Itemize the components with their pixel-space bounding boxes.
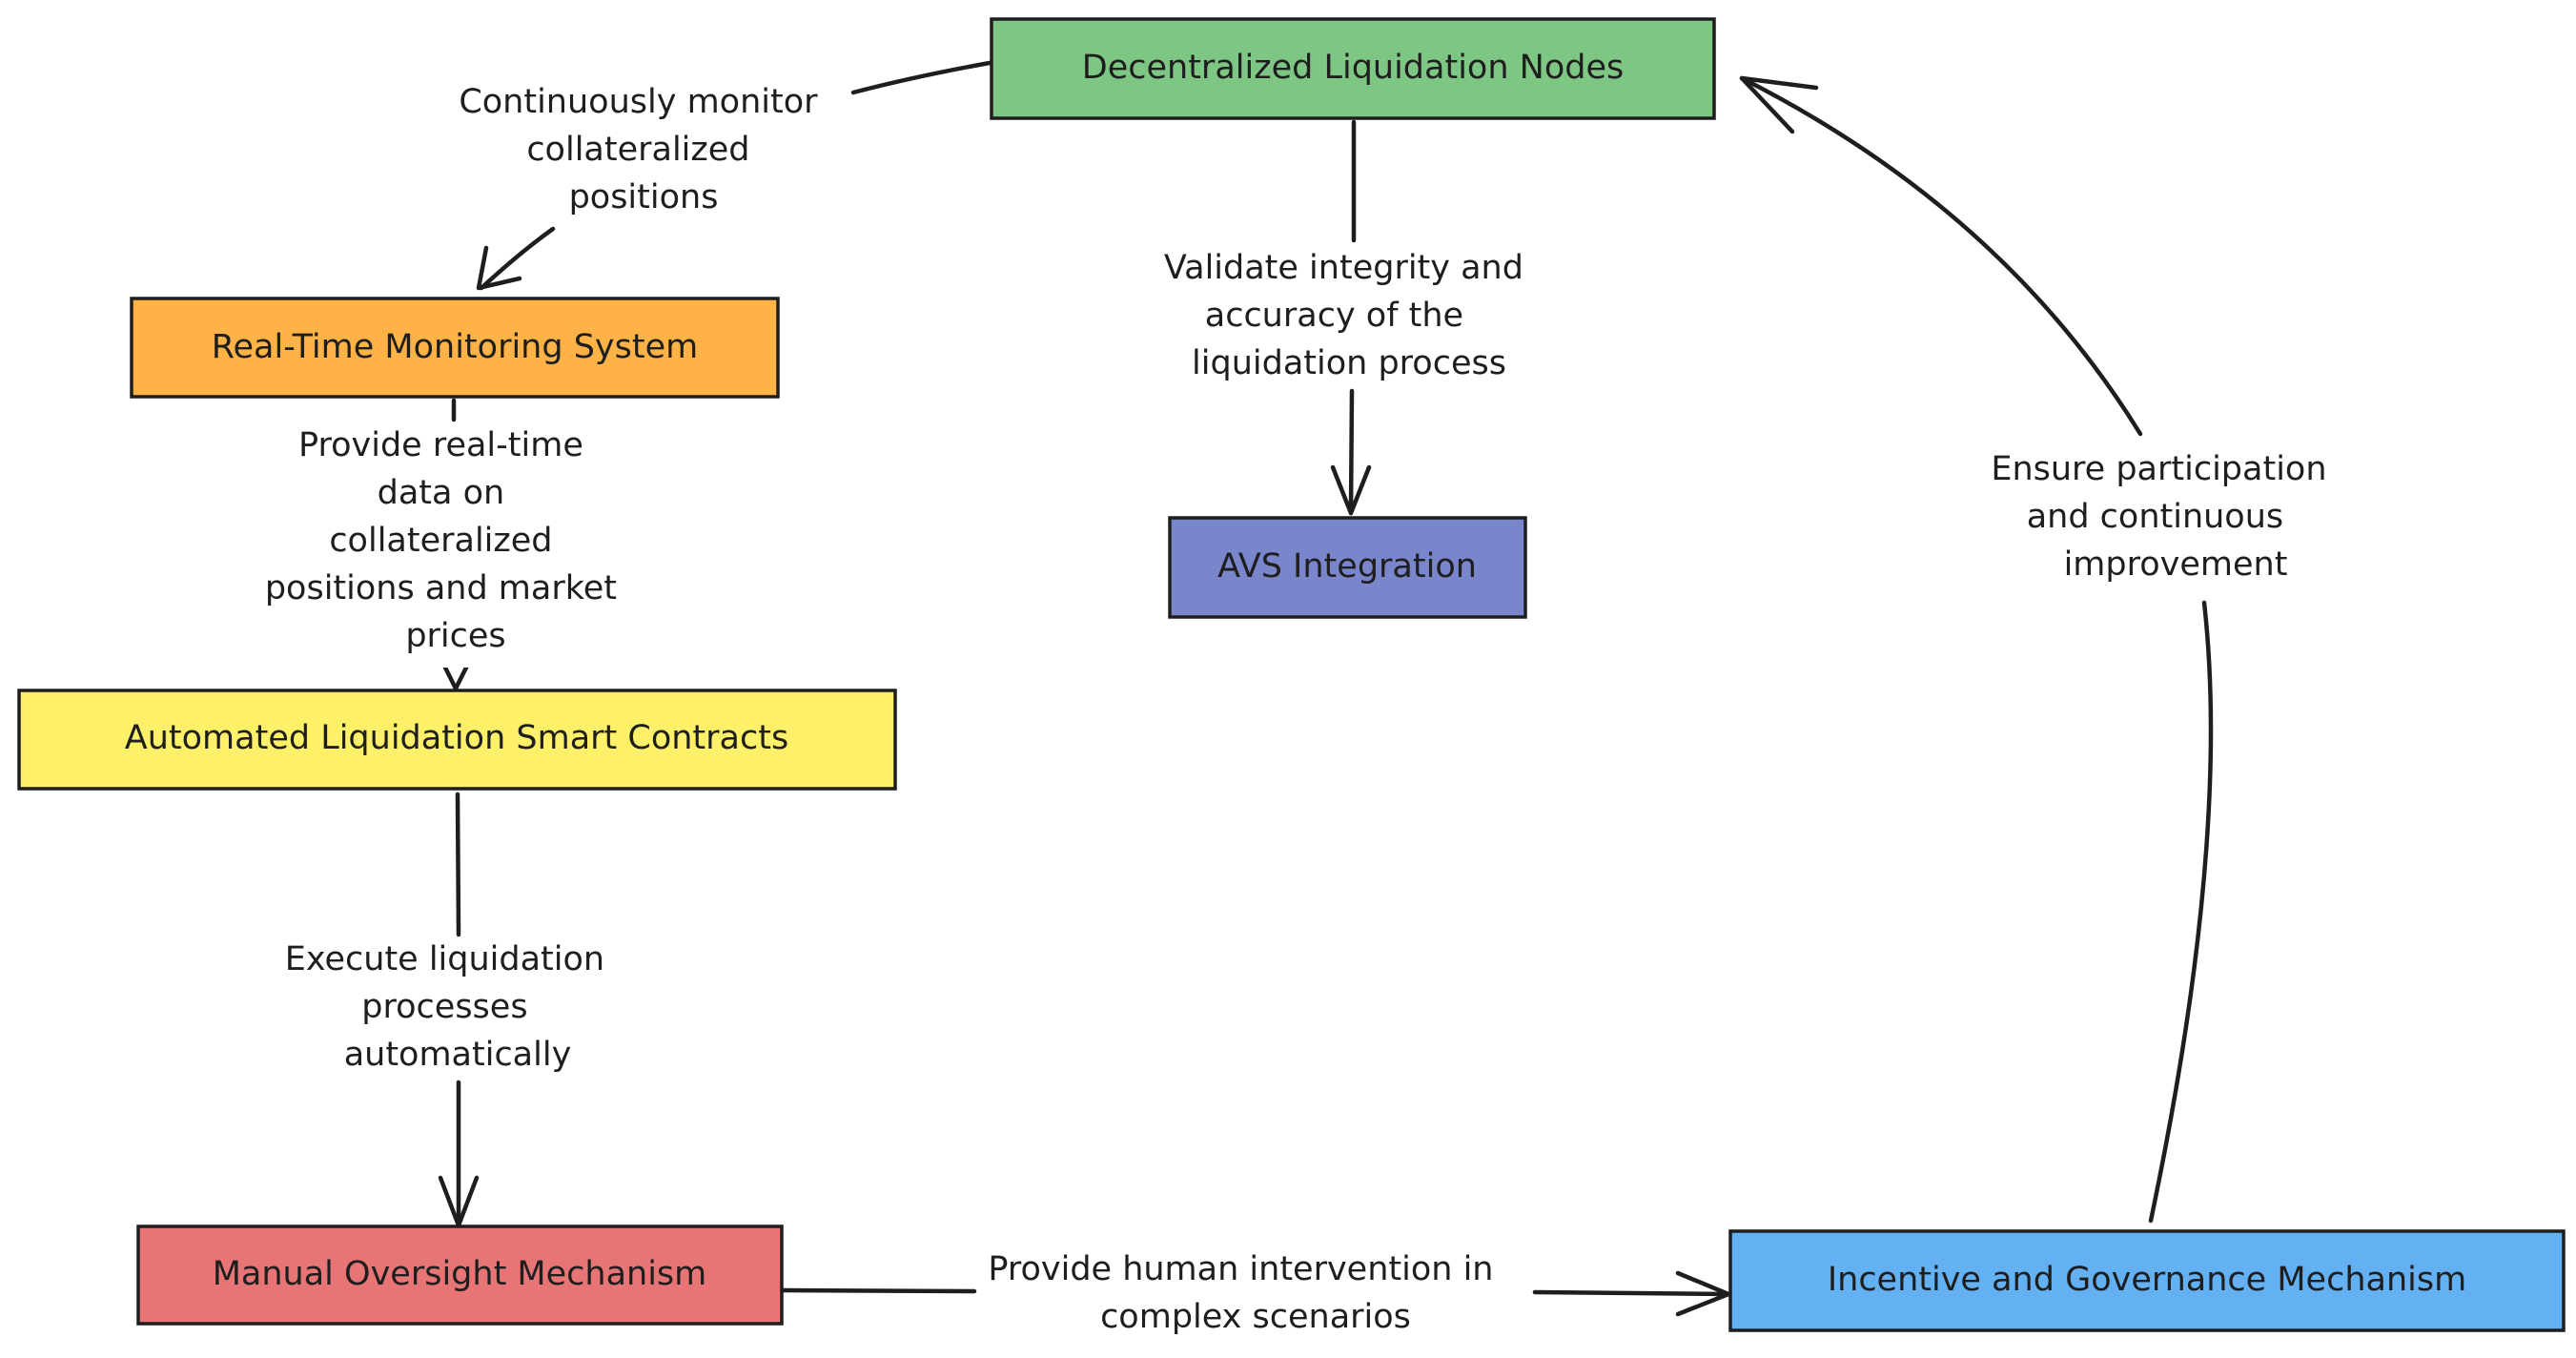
node-automated-liquidation-smart-contracts-label: Automated Liquidation Smart Contracts [125,719,788,757]
edge-validate-line-lower [1348,388,1355,516]
edge-human-intervention-arrowhead [1675,1270,1731,1317]
node-avs-integration-label: AVS Integration [1217,547,1477,586]
edge-human-intervention: Provide human intervention in complex sc… [779,1249,1731,1345]
edge-monitor-positions-line-lower [479,226,556,291]
edge-realtime-data-arrowhead [441,663,470,691]
node-manual-oversight-mechanism-box [136,1224,784,1326]
edge-participation-arrowhead [1739,75,1819,134]
node-avs-integration-box [1168,516,1527,619]
edge-realtime-data: Provide real-time data on collateralized… [243,398,644,691]
node-manual-oversight-mechanism-label: Manual Oversight Mechanism [213,1255,707,1293]
edge-human-intervention-line-right [1532,1289,1731,1297]
node-real-time-monitoring-system[interactable]: Real-Time Monitoring System [130,297,780,399]
node-decentralized-liquidation-nodes-label: Decentralized Liquidation Nodes [1082,49,1624,87]
node-decentralized-liquidation-nodes[interactable]: Decentralized Liquidation Nodes [990,17,1716,120]
edge-execute-label: Execute liquidation processes automatica… [285,940,616,1074]
edge-monitor-positions-label: Continuously monitor collateralized posi… [459,83,828,216]
node-incentive-and-governance-mechanism-box [1728,1229,2566,1332]
node-real-time-monitoring-system-label: Real-Time Monitoring System [212,328,698,366]
edge-human-intervention-line-left [779,1287,977,1294]
edge-participation-line-upper [1739,75,2143,437]
node-avs-integration[interactable]: AVS Integration [1168,516,1527,619]
node-incentive-and-governance-mechanism-label: Incentive and Governance Mechanism [1828,1261,2466,1299]
edge-participation-label: Ensure participation and continuous impr… [1991,450,2337,584]
node-real-time-monitoring-system-box [130,297,780,399]
edge-human-intervention-label: Provide human intervention in complex sc… [988,1250,1503,1336]
node-automated-liquidation-smart-contracts[interactable]: Automated Liquidation Smart Contracts [17,689,897,791]
edge-monitor-positions-arrowhead [476,245,522,291]
edge-validate-label: Validate integrity and accuracy of the l… [1164,249,1534,382]
node-decentralized-liquidation-nodes-box [990,17,1716,120]
node-incentive-and-governance-mechanism[interactable]: Incentive and Governance Mechanism [1728,1229,2566,1332]
edge-execute: Execute liquidation processes automatica… [262,792,653,1228]
edge-participation-line-lower [2148,600,2214,1224]
edge-realtime-data-label: Provide real-time data on collateralized… [265,426,627,655]
edge-monitor-positions-line [850,60,992,95]
edge-execute-line-upper [455,792,461,937]
edge-validate-arrowhead [1330,464,1372,516]
edge-validate: Validate integrity and accuracy of the l… [1139,119,1564,516]
edge-participation: Ensure participation and continuous impr… [1739,75,2364,1224]
node-automated-liquidation-smart-contracts-box [17,689,897,791]
edge-monitor-positions: Continuously monitor collateralized posi… [448,60,992,291]
node-manual-oversight-mechanism[interactable]: Manual Oversight Mechanism [136,1224,784,1326]
